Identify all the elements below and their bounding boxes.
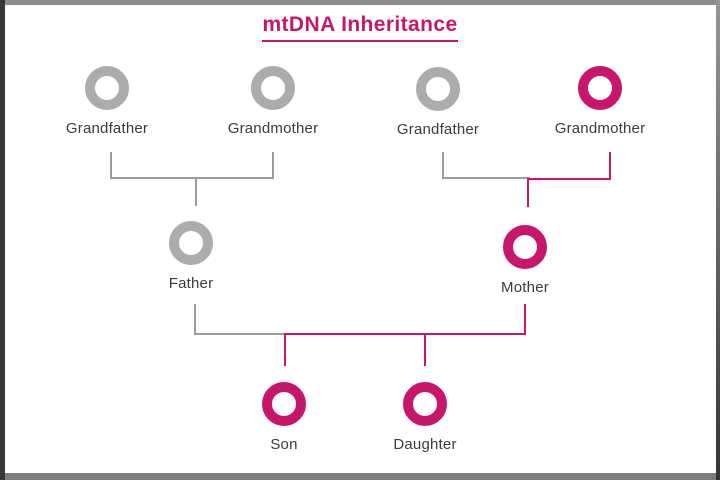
node-label: Grandfather: [396, 121, 480, 138]
node-label: Grandmother: [227, 120, 319, 137]
connector-father-stub-down: [194, 304, 196, 335]
diagram-title: mtDNA Inheritance: [0, 13, 720, 42]
connector-son-drop-line: [284, 333, 286, 366]
node-label: Grandfather: [65, 120, 149, 137]
connector-paternal-grandmother-stub: [272, 152, 274, 178]
person-circle-icon: [403, 382, 447, 426]
pedigree-node-paternal-grandfather: Grandfather: [42, 66, 172, 137]
connector-parents-line-gray: [194, 333, 286, 335]
person-circle-icon: [503, 225, 547, 269]
frame-edge-right: [716, 0, 720, 480]
node-label: Father: [168, 275, 214, 292]
person-circle-icon: [85, 66, 129, 110]
connector-father-descent-line: [195, 177, 197, 206]
connector-daughter-drop-line: [424, 333, 426, 366]
node-label: Son: [270, 436, 298, 453]
node-label: Grandmother: [554, 120, 646, 137]
person-circle-icon: [578, 66, 622, 110]
node-label: Daughter: [393, 436, 457, 453]
connector-paternal-couple-line: [110, 177, 274, 179]
connector-maternal-grandmother-stub: [609, 152, 611, 179]
pedigree-node-maternal-grandmother: Grandmother: [535, 66, 665, 137]
frame-edge-top: [0, 0, 720, 5]
connector-mother-stub-down: [524, 304, 526, 335]
pedigree-node-paternal-grandmother: Grandmother: [208, 66, 338, 137]
person-circle-icon: [251, 66, 295, 110]
pedigree-node-father: Father: [126, 221, 256, 292]
pedigree-node-daughter: Daughter: [360, 382, 490, 453]
frame-edge-left: [0, 0, 5, 480]
person-circle-icon: [169, 221, 213, 265]
connector-maternal-grandfather-stub: [442, 152, 444, 178]
connector-paternal-grandfather-stub: [110, 152, 112, 178]
pedigree-node-mother: Mother: [460, 225, 590, 296]
diagram-title-text: mtDNA Inheritance: [262, 13, 458, 42]
connector-maternal-couple-line-gray: [442, 177, 530, 179]
connector-maternal-couple-line-pink: [528, 178, 611, 180]
frame-edge-bottom: [0, 473, 720, 480]
pedigree-node-maternal-grandfather: Grandfather: [373, 67, 503, 138]
person-circle-icon: [262, 382, 306, 426]
person-circle-icon: [416, 67, 460, 111]
connector-mother-descent-line: [527, 178, 529, 207]
node-label: Mother: [501, 279, 549, 296]
connector-parents-line-pink: [284, 333, 526, 335]
pedigree-node-son: Son: [219, 382, 349, 453]
